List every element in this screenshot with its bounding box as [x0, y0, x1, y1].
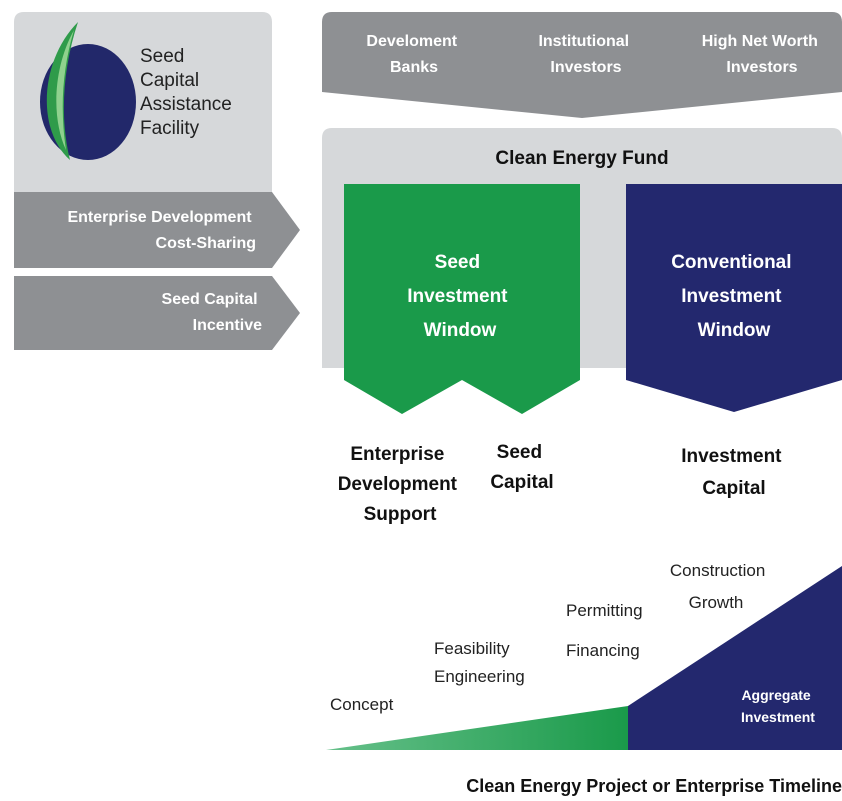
conventional-investment-window: Conventional Investment Window: [626, 184, 842, 412]
seed-capital-incentive-label: Seed Capital Incentive: [162, 291, 263, 334]
conventional-window-label: Conventional Investment Window: [671, 252, 797, 341]
seed-window-label: Seed Investment Window: [407, 252, 513, 341]
aggregate-investment-wedge: [628, 566, 842, 750]
stage-construction-growth: Construction Growth: [670, 561, 770, 612]
investment-capital-label: Investment Capital: [681, 446, 787, 499]
enterprise-development-support-label: Enterprise Development Support: [338, 444, 463, 525]
enterprise-development-label: Enterprise Development Cost-Sharing: [67, 209, 256, 252]
seed-investment-window: Seed Investment Window: [344, 184, 580, 414]
enterprise-development-arrow: Enterprise Development Cost-Sharing: [14, 192, 300, 268]
facility-label: Seed Capital Assistance Facility: [140, 46, 237, 139]
seed-capital-label: Seed Capital: [490, 442, 553, 493]
leaf-logo-icon: [40, 22, 136, 160]
seed-investment-wedge: [326, 706, 628, 750]
timeline-graphic: Aggregate Investment: [326, 566, 842, 750]
investor-high-net-worth: High Net Worth Investors: [702, 33, 823, 76]
aggregate-investment-label: Aggregate Investment: [741, 687, 815, 725]
investor-development-banks: Develoment Banks: [366, 33, 461, 76]
clean-energy-fund-title: Clean Energy Fund: [495, 148, 668, 169]
stage-concept: Concept: [330, 695, 394, 714]
investor-institutional: Institutional Investors: [538, 33, 633, 76]
stage-feasibility-engineering: Feasibility Engineering: [434, 639, 525, 686]
facility-panel: Seed Capital Assistance Facility: [14, 12, 272, 192]
stage-permitting-financing: Permitting Financing: [566, 601, 647, 660]
seed-capital-incentive-arrow: Seed Capital Incentive: [14, 276, 300, 350]
timeline-caption: Clean Energy Project or Enterprise Timel…: [466, 776, 842, 796]
investors-band: Develoment Banks Institutional Investors…: [322, 12, 842, 118]
